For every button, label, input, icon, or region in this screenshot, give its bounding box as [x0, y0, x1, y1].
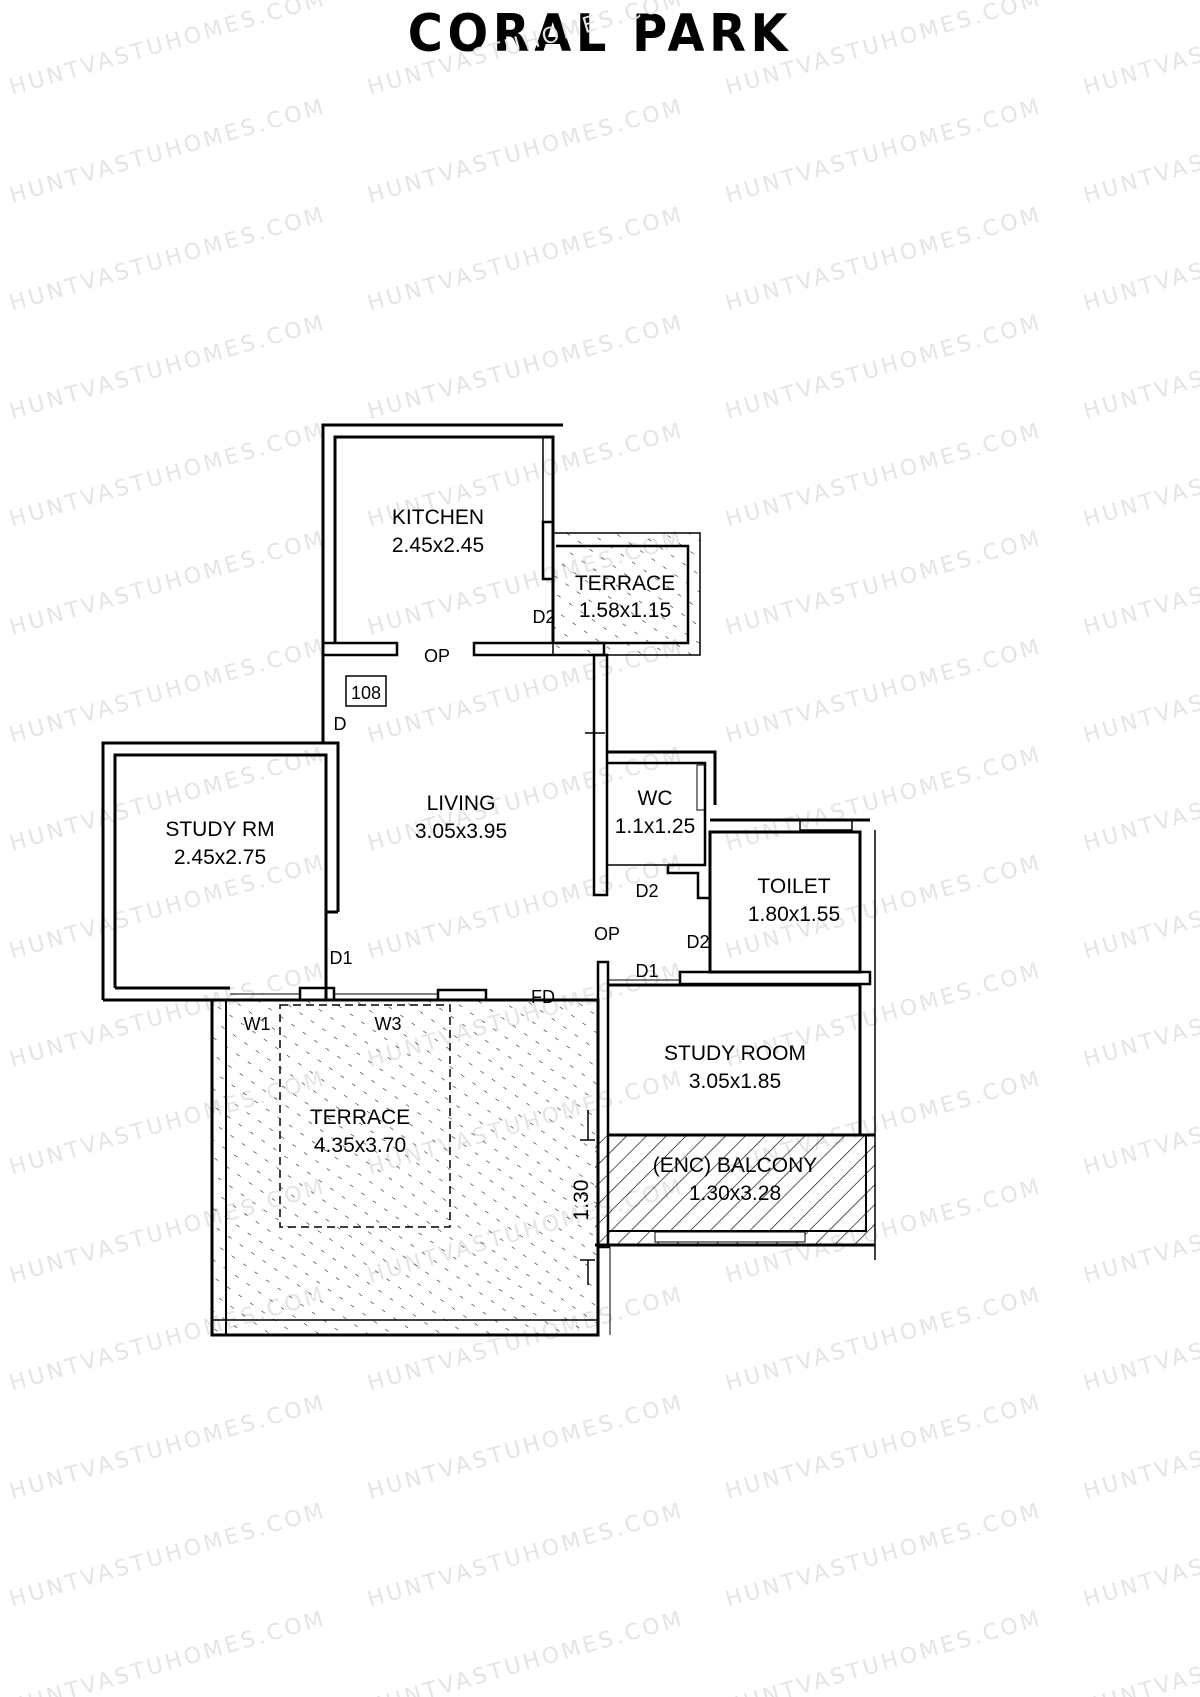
dimension-label: 1.30 — [570, 1180, 593, 1221]
study-rm-name: STUDY RM — [165, 818, 274, 841]
kitchen-opening-label: OP — [424, 646, 450, 666]
kitchen-terrace-size: 1.58x1.15 — [579, 599, 671, 622]
study-room-name: STUDY ROOM — [664, 1042, 806, 1065]
kitchen-terrace-name: TERRACE — [575, 572, 675, 595]
kitchen-name: KITCHEN — [392, 506, 484, 529]
study-room-door-label: D1 — [635, 961, 658, 981]
terrace-area — [210, 998, 600, 1337]
balcony-size: 1.30x3.28 — [689, 1182, 781, 1205]
toilet-door-label: D2 — [686, 932, 709, 952]
study-room-size: 3.05x1.85 — [689, 1070, 781, 1093]
walls — [101, 423, 876, 1335]
living-size: 3.05x3.95 — [415, 820, 507, 843]
toilet-size: 1.80x1.55 — [748, 903, 840, 926]
window-3-label: W3 — [375, 1014, 402, 1034]
window-1-label: W1 — [244, 1014, 271, 1034]
balcony-area — [595, 1134, 875, 1247]
wc-size: 1.1x1.25 — [615, 815, 696, 838]
kitchen-size: 2.45x2.45 — [392, 534, 484, 557]
passage-opening-label: OP — [594, 924, 620, 944]
kitchen-terrace-area — [552, 532, 701, 656]
wc-name: WC — [638, 787, 673, 810]
study-rm-door-label: D1 — [329, 948, 352, 968]
terrace-door-label: FD — [531, 987, 555, 1007]
study-rm-size: 2.45x2.75 — [174, 846, 266, 869]
page-title: CORAL PARK — [407, 4, 793, 64]
living-name: LIVING — [427, 792, 496, 815]
terrace-name: TERRACE — [310, 1106, 410, 1129]
wc-door-label: D2 — [635, 881, 658, 901]
unit-number: 108 — [351, 683, 381, 703]
kitchen-terrace-door-label: D2 — [532, 607, 555, 627]
toilet-name: TOILET — [757, 875, 830, 898]
main-door-label: D — [334, 714, 347, 734]
terrace-size: 4.35x3.70 — [314, 1134, 406, 1157]
balcony-name: (ENC) BALCONY — [653, 1154, 818, 1177]
